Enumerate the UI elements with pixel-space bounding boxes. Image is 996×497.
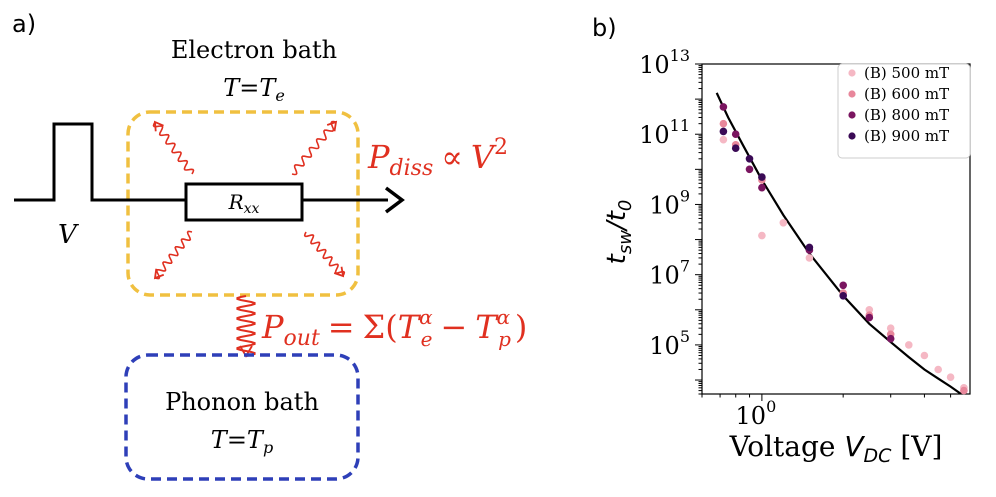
data-point (886, 334, 895, 343)
data-point (920, 351, 929, 360)
data-point (805, 243, 814, 252)
y-tick-label: 107 (649, 257, 690, 290)
power-dissipation-label: Pdiss∝V2 (367, 135, 508, 181)
data-point (719, 103, 728, 111)
plot-area: 1013 1011 109 107 105 100 (639, 46, 971, 430)
phonon-bath-title: Phonon bath (165, 388, 319, 416)
data-point (758, 173, 766, 181)
data-point (731, 130, 740, 138)
data-point (805, 254, 814, 262)
y-tick-label: 105 (649, 327, 690, 360)
data-point (934, 365, 942, 374)
arrowhead-icon (153, 120, 164, 132)
arrowhead-icon (333, 266, 345, 278)
resistor-label: Rxx (228, 190, 260, 217)
pulse-voltage-label: V (58, 220, 79, 250)
legend-marker (848, 132, 856, 140)
legend-label: (B) 500 mT (864, 64, 949, 82)
data-point (758, 231, 766, 240)
panel-b-chart: b) tsw/t0 Voltage VDC [V] 1013 1011 109 107… (592, 14, 971, 467)
circuit-wire (14, 122, 388, 202)
wavy-heat-arrow-icon (154, 230, 193, 280)
wavy-heat-arrow-icon (152, 121, 195, 175)
y-axis-label: tsw/t0 (602, 200, 636, 265)
arrowhead-icon (326, 120, 338, 132)
data-point (758, 183, 766, 192)
series-2 (719, 119, 968, 395)
y-tick-label: 109 (649, 186, 690, 219)
electron-bath-box (126, 110, 360, 297)
panel-a-label: a) (12, 10, 36, 38)
wavy-outflow-icon (236, 295, 256, 357)
data-point (865, 313, 874, 322)
data-point (719, 135, 728, 144)
legend-label: (B) 800 mT (864, 106, 949, 124)
resistor-box (184, 182, 304, 222)
data-point (839, 292, 847, 300)
x-tick-label: 100 (736, 397, 777, 430)
series-4 (719, 127, 847, 300)
y-tick-label: 1013 (639, 46, 690, 79)
electron-bath-title: Electron bath (171, 36, 337, 64)
y-tick-label: 1011 (639, 116, 690, 149)
arrowhead-icon (153, 268, 165, 280)
data-point (905, 341, 913, 349)
panel-b-label: b) (592, 14, 617, 42)
data-point (745, 165, 754, 174)
data-point (745, 155, 754, 163)
data-point (839, 281, 847, 290)
heat-emission-arrows (152, 120, 346, 280)
electron-bath-temperature: T=Te (223, 74, 285, 105)
heat-outflow-arrow (236, 295, 256, 358)
legend-label: (B) 900 mT (864, 127, 949, 145)
legend-marker (848, 69, 856, 77)
wavy-heat-arrow-icon (291, 120, 337, 176)
legend: (B) 500 mT (B) 600 mT (B) 800 mT (B) 900 mT (837, 63, 971, 159)
legend-frame (837, 63, 971, 159)
data-point (719, 127, 728, 136)
data-point (719, 119, 728, 128)
data-point (865, 306, 874, 314)
data-point (731, 144, 740, 152)
data-point (946, 373, 955, 382)
fit-curve (715, 92, 963, 394)
legend-label: (B) 600 mT (864, 85, 949, 103)
legend-marker (848, 90, 856, 98)
panel-a-diagram: a) Electron bath T=Te V Rxx Pdiss∝V2 Pou… (12, 10, 527, 481)
phonon-bath-box (124, 353, 360, 481)
series-3 (719, 103, 895, 343)
data-point (886, 324, 895, 333)
phonon-bath-temperature: T=Tp (211, 426, 273, 457)
x-axis-label: Voltage VDC [V] (729, 430, 943, 467)
legend-marker (848, 111, 856, 119)
current-arrow-icon (384, 186, 405, 214)
data-point (960, 386, 968, 395)
series-1 (719, 135, 968, 392)
wavy-heat-arrow-icon (303, 231, 346, 277)
data-point (779, 219, 788, 227)
